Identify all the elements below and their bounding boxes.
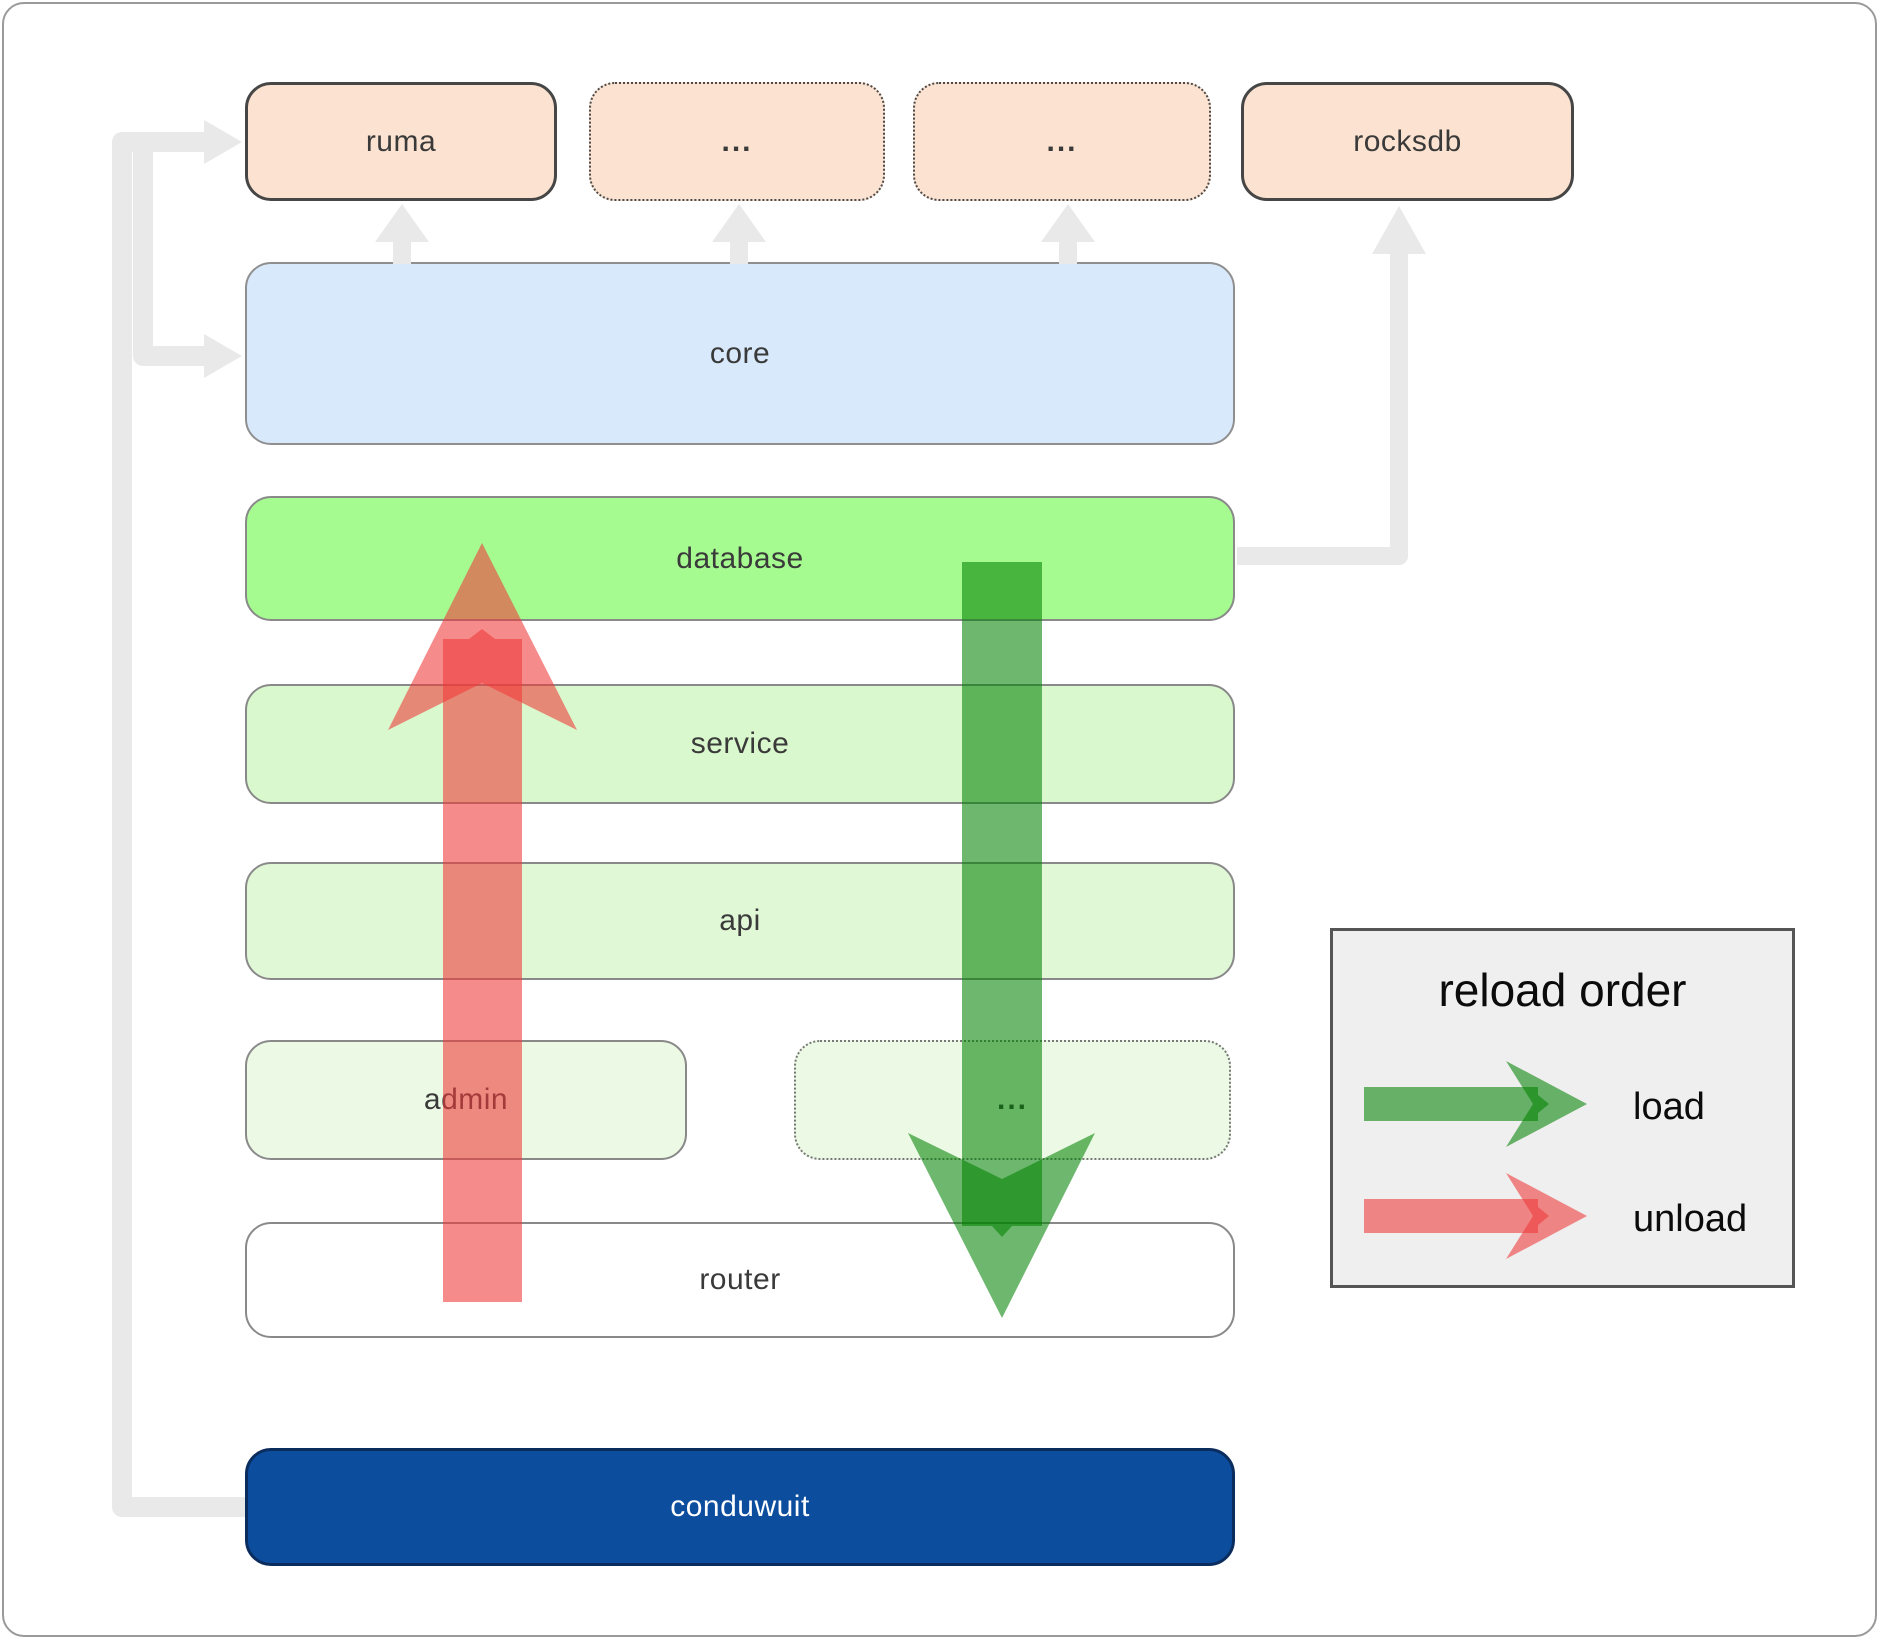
node-dependency-ellipsis-1: ... [589,82,885,201]
node-database: database [245,496,1235,621]
node-admin-label: admin [423,1083,509,1116]
legend-unload-label: unload [1633,1198,1748,1240]
node-modules-ellipsis-label: ... [996,1083,1028,1116]
node-service-label: service [690,727,790,760]
node-router-label: router [699,1263,781,1296]
node-api-label: api [719,904,761,937]
node-router: router [245,1222,1235,1338]
node-rocksdb-label: rocksdb [1353,124,1462,158]
node-service: service [245,684,1235,804]
node-conduwuit-label: conduwuit [670,1490,810,1523]
node-core-label: core [709,336,771,370]
node-api: api [245,862,1235,980]
node-rocksdb: rocksdb [1241,82,1574,201]
reload-order-legend: reload order load unload [1330,928,1795,1288]
node-dependency-ellipsis-1-label: ... [721,124,753,158]
node-dependency-ellipsis-2-label: ... [1046,124,1078,158]
node-modules-ellipsis: ... [794,1040,1231,1160]
node-dependency-ellipsis-2: ... [913,82,1211,201]
node-admin: admin [245,1040,687,1160]
legend-title: reload order [1438,964,1687,1016]
node-database-label: database [676,541,804,575]
node-ruma-label: ruma [365,124,437,158]
node-ruma: ruma [245,82,557,201]
node-conduwuit: conduwuit [245,1448,1235,1566]
legend-load-label: load [1633,1086,1705,1128]
node-core: core [245,262,1235,445]
